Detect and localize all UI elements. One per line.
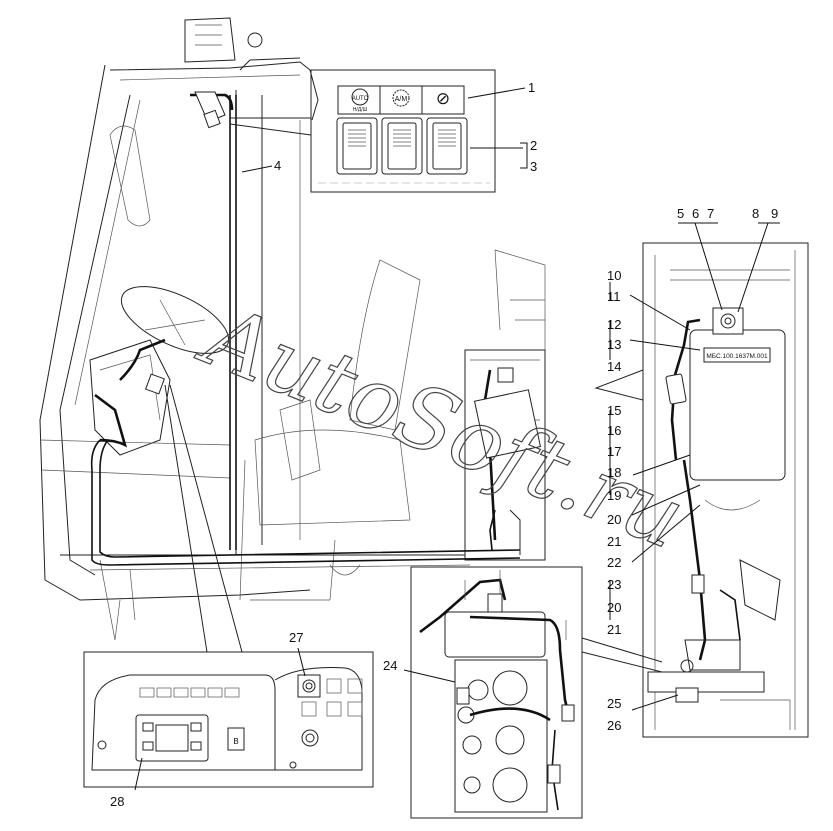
- switch-symbol-auto: AUTO: [352, 96, 369, 102]
- callout-12: 12: [607, 317, 621, 332]
- callout-27: 27: [289, 630, 303, 645]
- callout-3: 3: [530, 159, 537, 174]
- callout-16: 16: [607, 423, 621, 438]
- callout-1: 1: [528, 80, 535, 95]
- callout-22: 22: [607, 555, 621, 570]
- control-panel-button-label: В: [233, 737, 238, 746]
- wire-harness: [90, 93, 542, 566]
- callout-4: 4: [274, 158, 281, 173]
- label-plate-text: МБС.100.1637М.001: [706, 353, 768, 360]
- control-panel-detail: В: [83, 384, 374, 788]
- rocker-switch-3[interactable]: [426, 117, 468, 175]
- callout-20b: 20: [607, 600, 621, 615]
- callout-11: 11: [607, 289, 621, 304]
- rocker-switch-1[interactable]: [336, 117, 378, 175]
- callout-14: 14: [607, 359, 621, 374]
- callout-17: 17: [607, 444, 621, 459]
- display-unit[interactable]: [135, 714, 209, 762]
- callout-28: 28: [110, 794, 124, 809]
- callout-13: 13: [607, 337, 621, 352]
- callout-2: 2: [530, 138, 537, 153]
- callout-7: 7: [707, 206, 714, 221]
- callout-numbers: 1 2 3 4 5 6 7 8 9 10 11 12 13 14 15 16 1…: [110, 80, 778, 809]
- rocker-switch-2[interactable]: [381, 117, 423, 175]
- switch-27[interactable]: [297, 674, 321, 698]
- callout-21: 21: [607, 534, 621, 549]
- bottom-center-detail: [410, 566, 663, 819]
- indicator-row: [139, 687, 240, 698]
- callout-24: 24: [383, 658, 397, 673]
- callout-21b: 21: [607, 622, 621, 637]
- callout-25: 25: [607, 696, 621, 711]
- switch-symbol-am: A/M: [395, 96, 408, 103]
- right-detail-box: МБС.100.1637М.001: [594, 242, 809, 738]
- callout-18: 18: [607, 465, 621, 480]
- callout-23: 23: [607, 577, 621, 592]
- callout-8: 8: [752, 206, 759, 221]
- callout-10: 10: [607, 268, 621, 283]
- callout-26: 26: [607, 718, 621, 733]
- callout-19: 19: [607, 488, 621, 503]
- callout-9: 9: [771, 206, 778, 221]
- control-panel-button[interactable]: В: [227, 727, 245, 751]
- callout-6: 6: [692, 206, 699, 221]
- callout-15: 15: [607, 403, 621, 418]
- switch-symbol-difflock: ⊘: [436, 89, 450, 108]
- callout-20: 20: [607, 512, 621, 527]
- switch-panel-detail: AUTO Н/Д/Ш A/M ⊘: [194, 69, 496, 193]
- callout-leaders: [134, 87, 780, 791]
- callout-5: 5: [677, 206, 684, 221]
- switch-auto-sublabel: Н/Д/Ш: [353, 107, 368, 113]
